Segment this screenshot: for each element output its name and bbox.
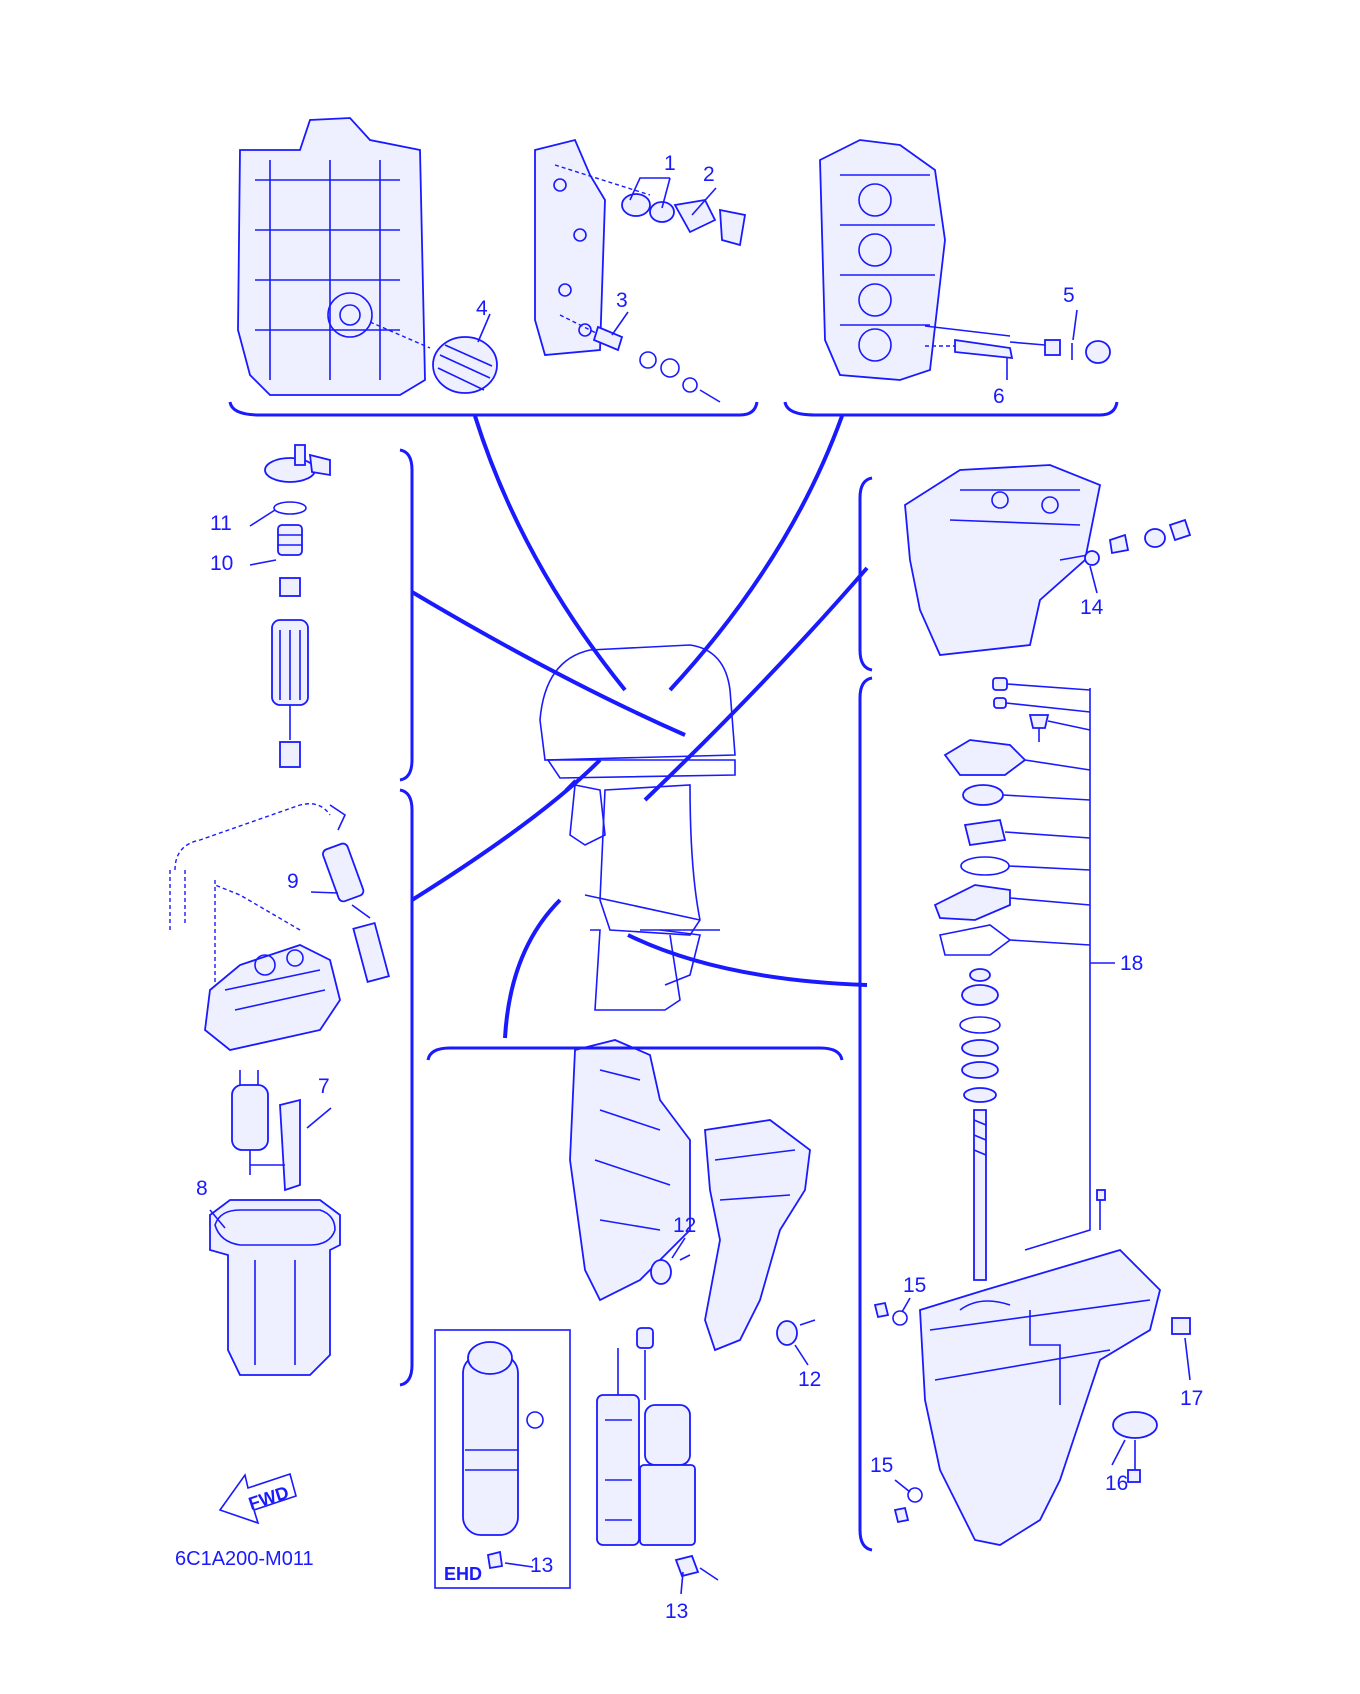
ehd-box: EHD bbox=[434, 1329, 571, 1589]
callout-3: 3 bbox=[616, 289, 628, 312]
callout-leaders bbox=[209, 177, 1191, 1595]
kit-bracket-lines bbox=[1002, 683, 1115, 1251]
callout-16: 16 bbox=[1105, 1472, 1128, 1495]
callout-9: 9 bbox=[287, 870, 299, 893]
vapor-separator-illustration bbox=[204, 880, 341, 1051]
callout-6: 6 bbox=[993, 385, 1005, 408]
callout-18: 18 bbox=[1120, 952, 1143, 975]
fwd-arrow-icon: FWD bbox=[218, 1472, 297, 1525]
outboard-motor-illustration bbox=[539, 644, 736, 1011]
anode-illustration bbox=[592, 325, 721, 403]
callout-13-b: 13 bbox=[665, 1600, 688, 1623]
callout-4: 4 bbox=[476, 297, 488, 320]
exhaust-guide-illustration bbox=[904, 464, 1192, 656]
callout-14: 14 bbox=[1080, 596, 1104, 619]
callout-13-a: 13 bbox=[530, 1554, 553, 1577]
ptt-unit-illustration bbox=[596, 1327, 719, 1581]
swivel-bracket-illustration bbox=[704, 1119, 816, 1352]
fuel-hose-illustration bbox=[169, 803, 347, 930]
thermostat-illustration bbox=[621, 193, 747, 247]
ehd-label: EHD bbox=[444, 1564, 482, 1584]
callout-numbers: 1 2 3 4 5 6 7 8 9 10 11 12 12 13 13 14 1… bbox=[196, 152, 1203, 1623]
diagram-code: 6C1A200-M011 bbox=[175, 1548, 314, 1570]
callout-5: 5 bbox=[1063, 284, 1075, 307]
callout-11: 11 bbox=[210, 512, 232, 535]
cylinder-head-illustration bbox=[819, 139, 946, 381]
callout-17: 17 bbox=[1180, 1387, 1203, 1410]
callout-15-a: 15 bbox=[903, 1274, 926, 1297]
oil-filter-illustration bbox=[432, 336, 498, 394]
callout-12-b: 12 bbox=[798, 1368, 821, 1391]
water-pump-kit-illustration bbox=[933, 677, 1050, 1281]
thermo-switch-illustration bbox=[1009, 339, 1111, 364]
cylinder-block-illustration bbox=[237, 117, 431, 396]
lower-unit-illustration bbox=[873, 1189, 1191, 1546]
spark-plug-illustration bbox=[924, 325, 1014, 360]
fuel-filter-illustration bbox=[264, 444, 331, 768]
callout-2: 2 bbox=[703, 163, 715, 186]
exhaust-cover-illustration bbox=[534, 138, 651, 356]
callout-1: 1 bbox=[664, 152, 676, 175]
callout-10: 10 bbox=[210, 552, 233, 575]
fuel-pump-illustration bbox=[231, 1070, 301, 1192]
inline-fuel-filter-illustration bbox=[322, 842, 390, 983]
float-chamber-illustration bbox=[209, 1199, 341, 1376]
callout-12-a: 12 bbox=[673, 1214, 696, 1237]
callout-15-b: 15 bbox=[870, 1454, 893, 1477]
callout-7: 7 bbox=[318, 1075, 330, 1098]
callout-8: 8 bbox=[196, 1177, 208, 1200]
section-leader-lines bbox=[410, 415, 869, 1039]
clamp-bracket-illustration bbox=[569, 1039, 691, 1302]
